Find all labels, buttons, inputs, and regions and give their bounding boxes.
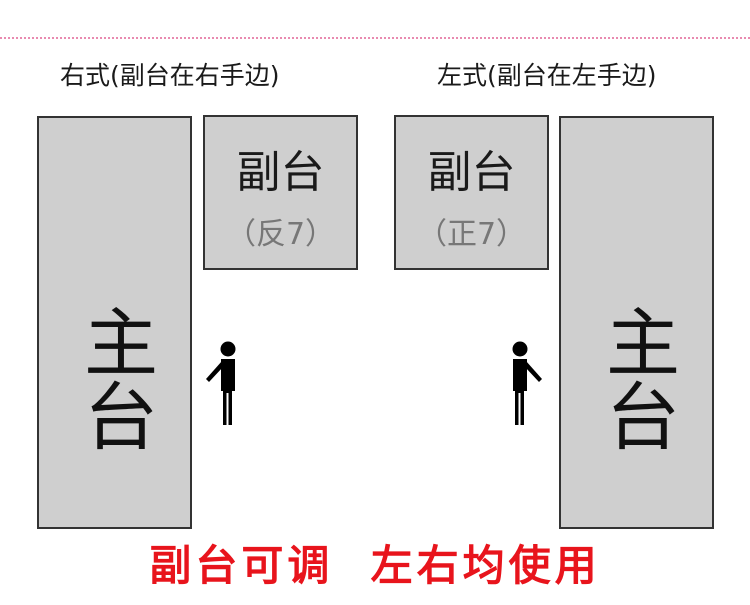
side-counter-label: 副台 bbox=[427, 147, 516, 198]
main-counter-left-layout: 主台 bbox=[559, 116, 714, 529]
caption-left-layout: 左式(副台在左手边) bbox=[437, 61, 657, 90]
main-counter-right-layout: 主台 bbox=[37, 116, 192, 529]
person-icon bbox=[512, 341, 542, 425]
footer-slogan: 副台可调 左右均使用 bbox=[149, 541, 601, 590]
side-counter-left-layout: 副台 （正7） bbox=[394, 115, 549, 270]
main-counter-label: 主台 bbox=[71, 304, 158, 452]
side-counter-note: （正7） bbox=[416, 217, 527, 252]
person-icon bbox=[206, 341, 236, 425]
side-counter-label: 副台 bbox=[236, 147, 325, 198]
top-dotted-divider bbox=[0, 37, 750, 39]
side-counter-note: （反7） bbox=[225, 217, 336, 252]
main-counter-label: 主台 bbox=[593, 304, 680, 452]
caption-right-layout: 右式(副台在右手边) bbox=[60, 61, 280, 90]
side-counter-right-layout: 副台 （反7） bbox=[203, 115, 358, 270]
